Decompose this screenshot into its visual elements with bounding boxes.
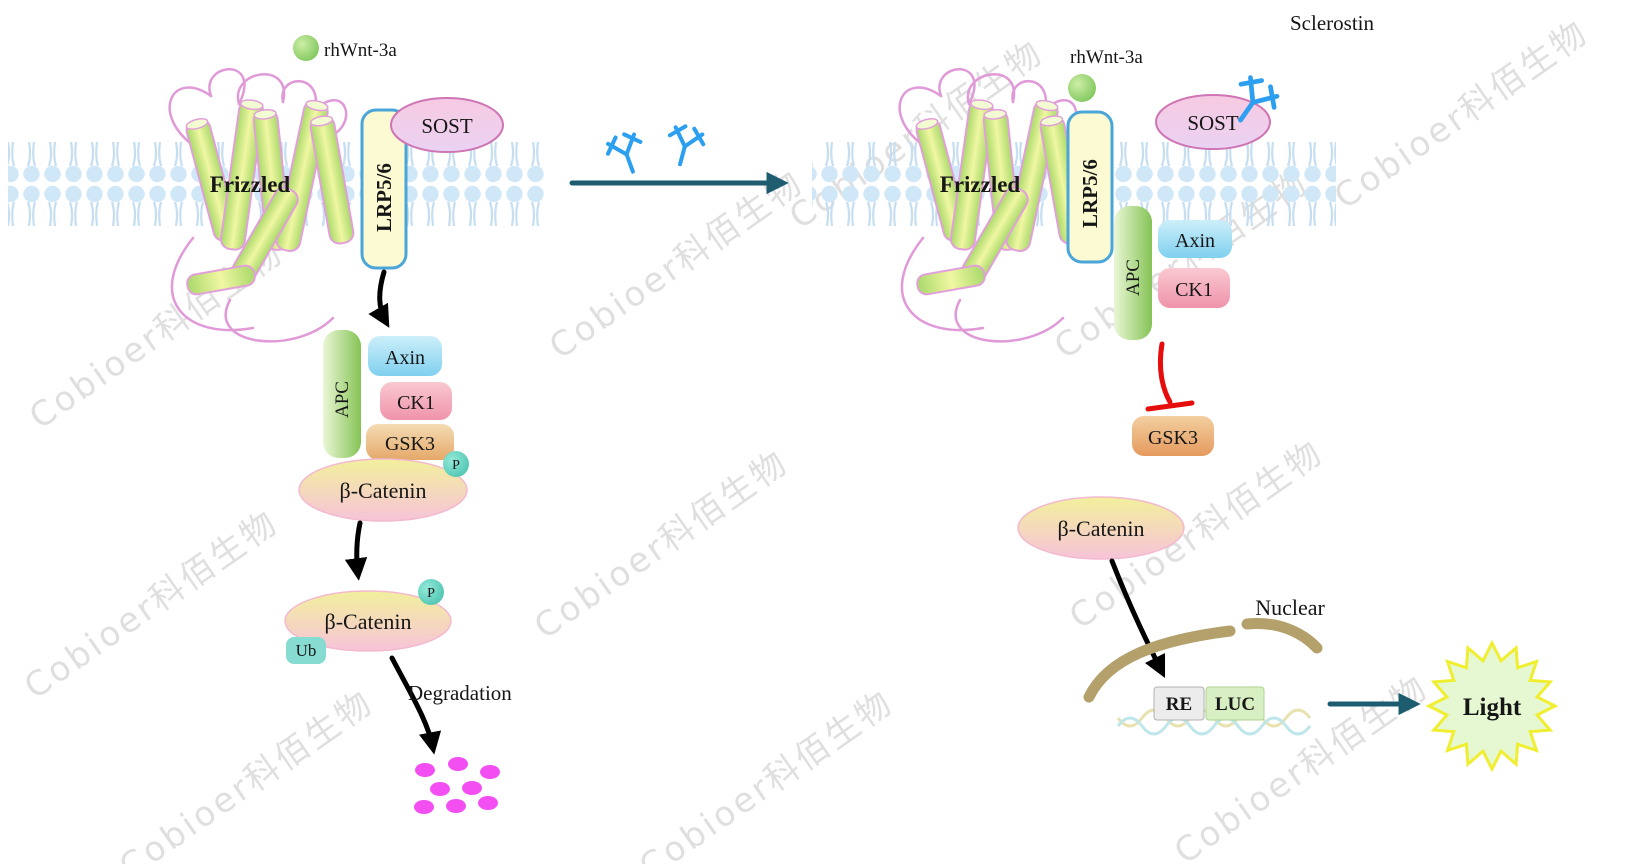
beta-catenin-phospho xyxy=(298,458,468,522)
nuclear-label: Nuclear xyxy=(1255,595,1325,620)
beta-catenin-label: β-Catenin xyxy=(1058,516,1145,541)
axin-label: Axin xyxy=(1175,230,1215,252)
frizzled-label: Frizzled xyxy=(940,172,1021,197)
phosphate-label: P xyxy=(452,458,460,473)
axin-protein xyxy=(1158,220,1232,258)
dna-strand xyxy=(1116,716,1312,736)
inhibition-tbar xyxy=(1145,400,1195,412)
ck1-protein xyxy=(380,382,452,420)
lrp56-receptor xyxy=(1066,110,1114,264)
degradation-arrow xyxy=(389,655,442,755)
phosphate-label: P xyxy=(427,586,435,601)
beta-catenin-label: β-Catenin xyxy=(325,609,412,634)
sost-label: SOST xyxy=(1187,111,1239,135)
light-starburst: Light xyxy=(1425,639,1559,773)
axin-label: Axin xyxy=(385,347,425,369)
beta-catenin-free xyxy=(1017,496,1185,560)
antibody-icon xyxy=(663,123,706,169)
apc-protein xyxy=(323,330,361,458)
lrp56-label: LRP5/6 xyxy=(1078,159,1102,228)
rhwnt3a-ligand xyxy=(1068,74,1096,102)
gsk3-label: GSK3 xyxy=(385,433,435,455)
left-panel: Frizzled rhWnt-3a LRP5/6 SOST APC Axin C… xyxy=(168,35,512,814)
luc-label: LUC xyxy=(1215,694,1255,715)
watermark: Cobioer科佰生物 xyxy=(542,162,811,367)
watermark: Cobioer科佰生物 xyxy=(17,502,286,707)
antibody-icon xyxy=(604,130,649,177)
luciferase-box xyxy=(1205,686,1265,721)
response-element-box xyxy=(1153,686,1205,721)
rhwnt3a-label: rhWnt-3a xyxy=(324,40,397,61)
lrp56-receptor xyxy=(360,108,408,270)
frizzled-label: Frizzled xyxy=(210,172,291,197)
transition xyxy=(569,123,789,195)
beta-catenin-ubiquitinated xyxy=(284,590,452,652)
re-label: RE xyxy=(1166,694,1192,715)
right-panel: Frizzled rhWnt-3a LRP5/6 Sclerostin SOST… xyxy=(898,11,1559,773)
light-label: Light xyxy=(1463,694,1522,721)
phosphate-badge xyxy=(443,451,469,477)
sost-protein xyxy=(390,97,504,153)
ck1-protein xyxy=(1158,268,1230,308)
rhwnt3a-ligand xyxy=(293,35,319,61)
nuclear-envelope-arc xyxy=(1241,618,1323,654)
sost-protein xyxy=(1155,94,1271,150)
gsk3-label: GSK3 xyxy=(1148,427,1198,449)
degradation-label: Degradation xyxy=(408,681,512,705)
inhibition-line xyxy=(1157,341,1173,405)
watermark: Cobioer科佰生物 xyxy=(632,682,901,864)
ck1-label: CK1 xyxy=(397,392,435,414)
beta-catenin-label: β-Catenin xyxy=(340,478,427,503)
watermark: Cobioer科佰生物 xyxy=(112,682,381,864)
degradation-fragments xyxy=(414,757,500,814)
rhwnt3a-label: rhWnt-3a xyxy=(1070,47,1143,68)
watermark: Cobioer科佰生物 xyxy=(527,442,796,647)
ck1-label: CK1 xyxy=(1175,279,1213,301)
apc-label: APC xyxy=(1123,259,1144,296)
ubiquitin-label: Ub xyxy=(296,641,317,660)
sost-label: SOST xyxy=(421,114,473,138)
nuclear-envelope-arc xyxy=(1083,625,1236,703)
gsk3-protein xyxy=(366,424,454,460)
lrp56-label: LRP5/6 xyxy=(372,163,396,232)
phosphate-badge xyxy=(418,579,444,605)
axin-protein xyxy=(368,336,442,376)
apc-label: APC xyxy=(332,381,353,418)
sclerostin-label: Sclerostin xyxy=(1290,11,1374,35)
watermark: Cobioer科佰生物 xyxy=(1327,12,1596,217)
light-starburst-shape xyxy=(1425,639,1559,773)
gsk3-protein xyxy=(1132,416,1214,456)
translocation-arrow xyxy=(1109,558,1166,679)
arrow-to-ubiquitination xyxy=(344,520,368,581)
apc-protein xyxy=(1114,206,1152,340)
signal-arrow-lrp-to-complex xyxy=(368,269,390,328)
ubiquitin-badge xyxy=(286,637,326,664)
